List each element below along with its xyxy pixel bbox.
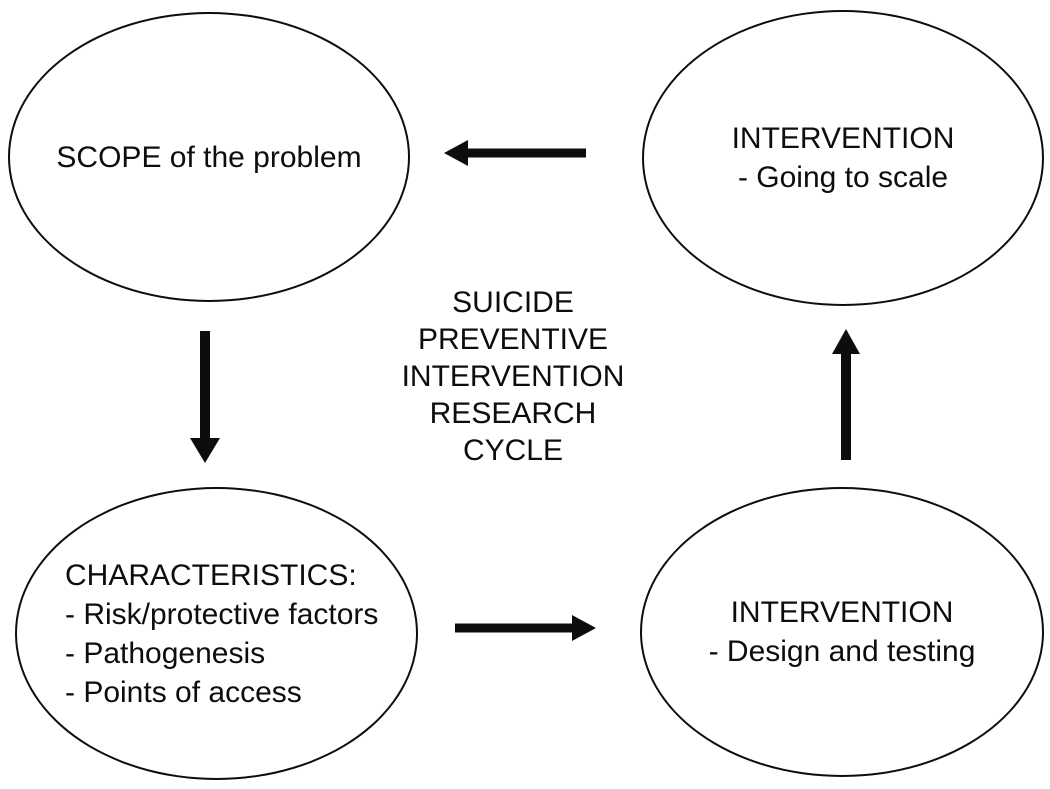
node-characteristics-item-risk: - Risk/protective factors (65, 597, 379, 631)
node-intervention-design-testing: INTERVENTION - Design and testing (640, 487, 1044, 777)
node-intervention-design-line2: - Design and testing (708, 635, 976, 668)
node-characteristics: CHARACTERISTICS: - Risk/protective facto… (15, 487, 418, 780)
cycle-title-line-2: PREVENTIVE (417, 323, 609, 356)
node-characteristics-heading: CHARACTERISTICS: (65, 558, 357, 592)
arrow-scale-to-scope-icon (444, 140, 586, 166)
node-intervention-going-to-scale: INTERVENTION - Going to scale (642, 10, 1044, 306)
node-scope-label: SCOPE of the problem (56, 140, 362, 174)
node-intervention-scale-line1: INTERVENTION (731, 122, 955, 155)
cycle-title-line-4: RESEARCH (429, 397, 597, 430)
cycle-title-line-1: SUICIDE (452, 286, 574, 319)
node-scope: SCOPE of the problem (8, 12, 410, 302)
arrow-design-to-scale-icon (832, 329, 860, 460)
arrow-characteristics-to-design-icon (455, 615, 596, 641)
cycle-title: SUICIDE PREVENTIVE INTERVENTION RESEARCH… (343, 284, 683, 469)
cycle-title-line-3: INTERVENTION (401, 360, 625, 393)
node-intervention-scale-line2: - Going to scale (737, 161, 949, 194)
node-characteristics-item-access: - Points of access (65, 675, 302, 709)
cycle-title-line-5: CYCLE (462, 434, 564, 467)
node-characteristics-item-pathogenesis: - Pathogenesis (65, 636, 266, 670)
node-intervention-design-line1: INTERVENTION (730, 596, 954, 629)
arrow-scope-to-characteristics-icon (190, 331, 220, 463)
